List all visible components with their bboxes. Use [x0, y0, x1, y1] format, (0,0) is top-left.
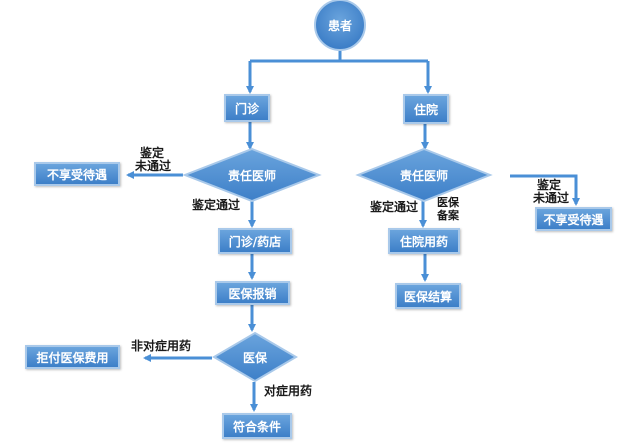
settlement-node[interactable]: 医保结算	[395, 283, 461, 309]
left-rejected-label-line1: 鉴定	[140, 146, 165, 160]
right-filing-label-line1: 医保	[437, 196, 459, 209]
patient-node[interactable]: 患者	[327, 18, 352, 33]
indication-label: 对症用药	[264, 384, 313, 398]
patient-node-shape	[314, 0, 366, 51]
inpatient-medication-node[interactable]: 住院用药	[388, 228, 460, 254]
non-indication-label: 非对症用药	[131, 339, 192, 353]
doctor-right-node[interactable]: 责任医师	[399, 168, 448, 183]
right-filing-label-line2: 备案	[437, 209, 459, 222]
no-treatment-right-node[interactable]: 不享受待遇	[535, 207, 612, 231]
arrow-to-no-treatment-right	[510, 174, 580, 206]
refuse-payment-node[interactable]: 拒付医保费用	[25, 345, 120, 369]
doctor-left-node[interactable]: 责任医师	[227, 168, 276, 183]
medical-insurance-shape	[212, 331, 298, 383]
left-passed-label: 鉴定通过	[192, 198, 241, 212]
doctor-right-shape	[355, 147, 493, 203]
right-rejected-label-line2: 未通过	[533, 191, 570, 205]
reimbursement-node[interactable]: 医保报销	[215, 281, 290, 305]
left-rejected-label-line2: 未通过	[135, 159, 172, 173]
no-treatment-left-node[interactable]: 不享受待遇	[34, 162, 120, 186]
doctor-left-shape	[182, 147, 322, 203]
outpatient-node[interactable]: 门诊	[224, 94, 270, 122]
right-rejected-label-line1: 鉴定	[537, 178, 562, 192]
eligible-node[interactable]: 符合条件	[222, 413, 292, 439]
right-passed-label: 鉴定通过	[370, 200, 419, 214]
outpatient-pharmacy-node[interactable]: 门诊/药店	[218, 228, 292, 254]
medical-insurance-node[interactable]: 医保	[242, 350, 267, 365]
inpatient-node[interactable]: 住院	[403, 94, 449, 124]
